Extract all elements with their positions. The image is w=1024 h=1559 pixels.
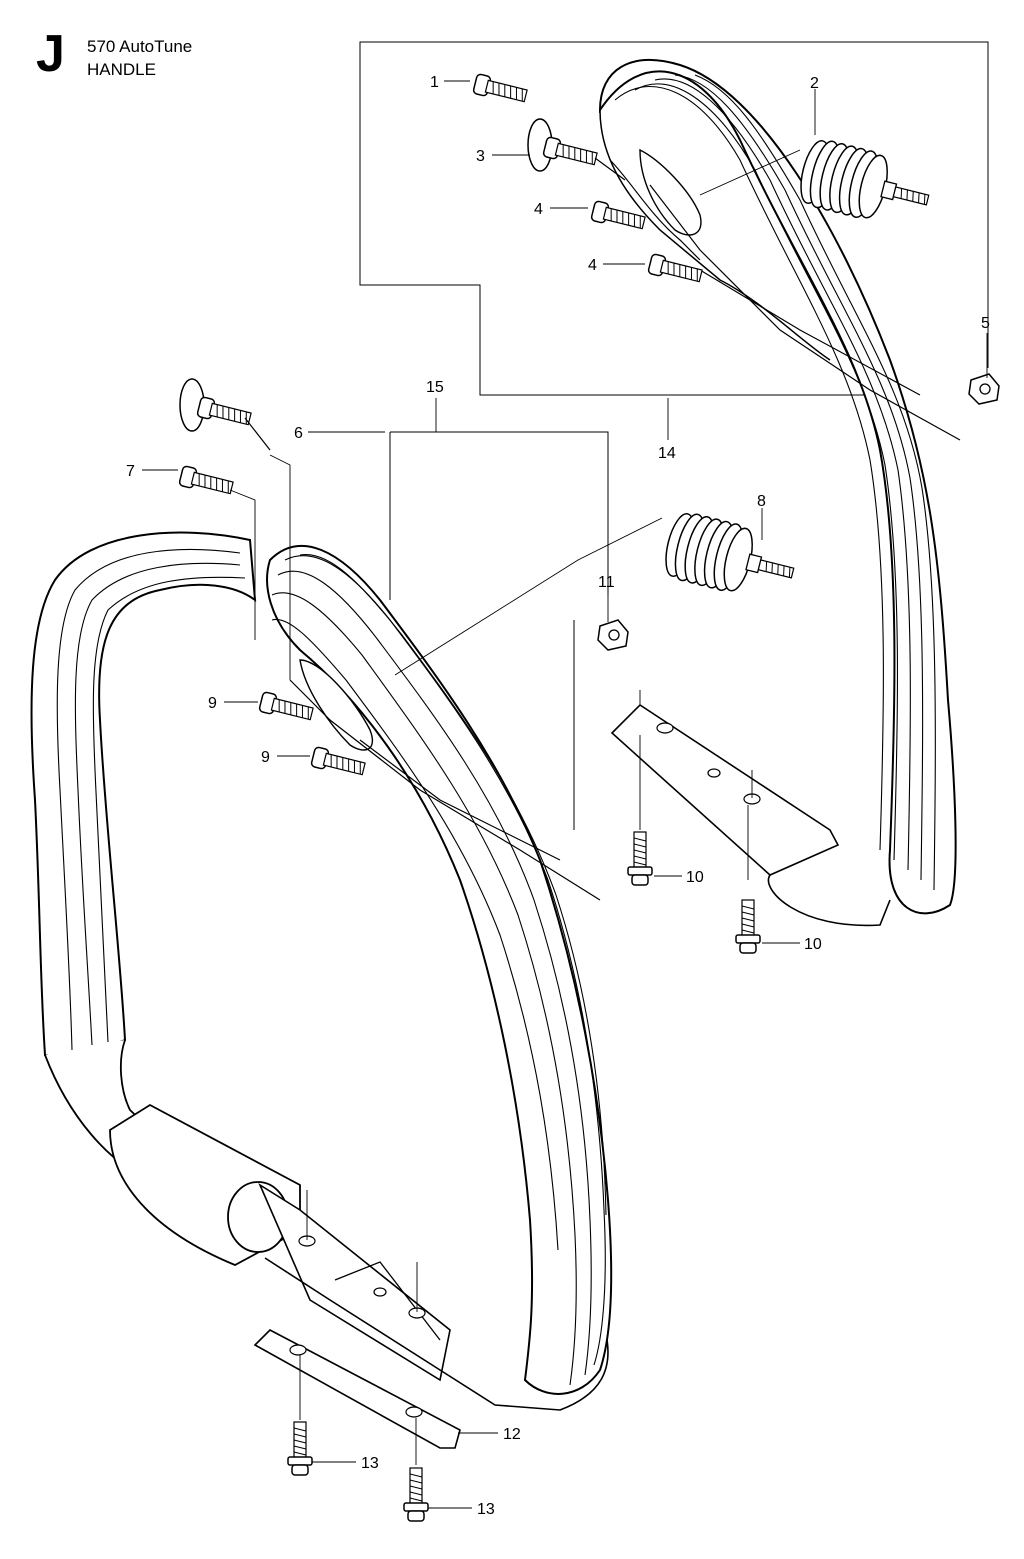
callout-4-lower: 4 [588, 257, 597, 274]
bolt-part-10-lower [735, 899, 761, 954]
nut-part-5 [968, 373, 1000, 405]
bolt-part-10-upper [627, 831, 653, 886]
callout-13-right: 13 [477, 1501, 495, 1518]
group-bracket-15 [389, 431, 609, 830]
front-handle-assembly [30, 531, 613, 1449]
callout-13-left: 13 [361, 1455, 379, 1472]
callout-9-upper: 9 [208, 695, 217, 712]
spring-part-8 [659, 508, 802, 607]
callout-2: 2 [810, 75, 819, 92]
callout-4-upper: 4 [534, 201, 543, 218]
callout-3: 3 [476, 148, 485, 165]
callout-15: 15 [426, 379, 444, 396]
group-bracket-14 [359, 41, 989, 396]
callout-11: 11 [598, 574, 615, 591]
bolt-part-3 [527, 118, 626, 181]
callout-10-lower: 10 [804, 936, 822, 953]
bolt-part-9-lower [310, 745, 367, 780]
bolt-part-13-right [403, 1467, 429, 1522]
bolt-part-6 [179, 378, 271, 451]
callout-12: 12 [503, 1426, 521, 1443]
rear-handle-assembly [598, 59, 961, 927]
nut-part-11 [597, 619, 629, 651]
callout-7: 7 [126, 463, 135, 480]
callout-6: 6 [294, 425, 303, 442]
part-group-title: HANDLE [87, 60, 156, 79]
bolt-part-13-left [287, 1421, 313, 1476]
section-letter: J [36, 25, 65, 83]
callout-14: 14 [658, 445, 676, 462]
diagram-header: J 570 AutoTune HANDLE [0, 0, 320, 110]
leader-lines [142, 80, 988, 1509]
callout-10-upper: 10 [686, 869, 704, 886]
bolt-part-1 [472, 72, 529, 107]
callout-1: 1 [430, 74, 439, 91]
callout-labels: 1 2 3 4 4 5 6 7 8 9 9 10 10 11 12 13 13 … [126, 74, 990, 1518]
callout-5: 5 [981, 315, 990, 332]
model-title: 570 AutoTune [87, 37, 193, 56]
callout-8: 8 [757, 493, 766, 510]
callout-9-lower: 9 [261, 749, 270, 766]
assembly-guide-lines [229, 149, 801, 1465]
bolt-part-7 [178, 464, 235, 499]
